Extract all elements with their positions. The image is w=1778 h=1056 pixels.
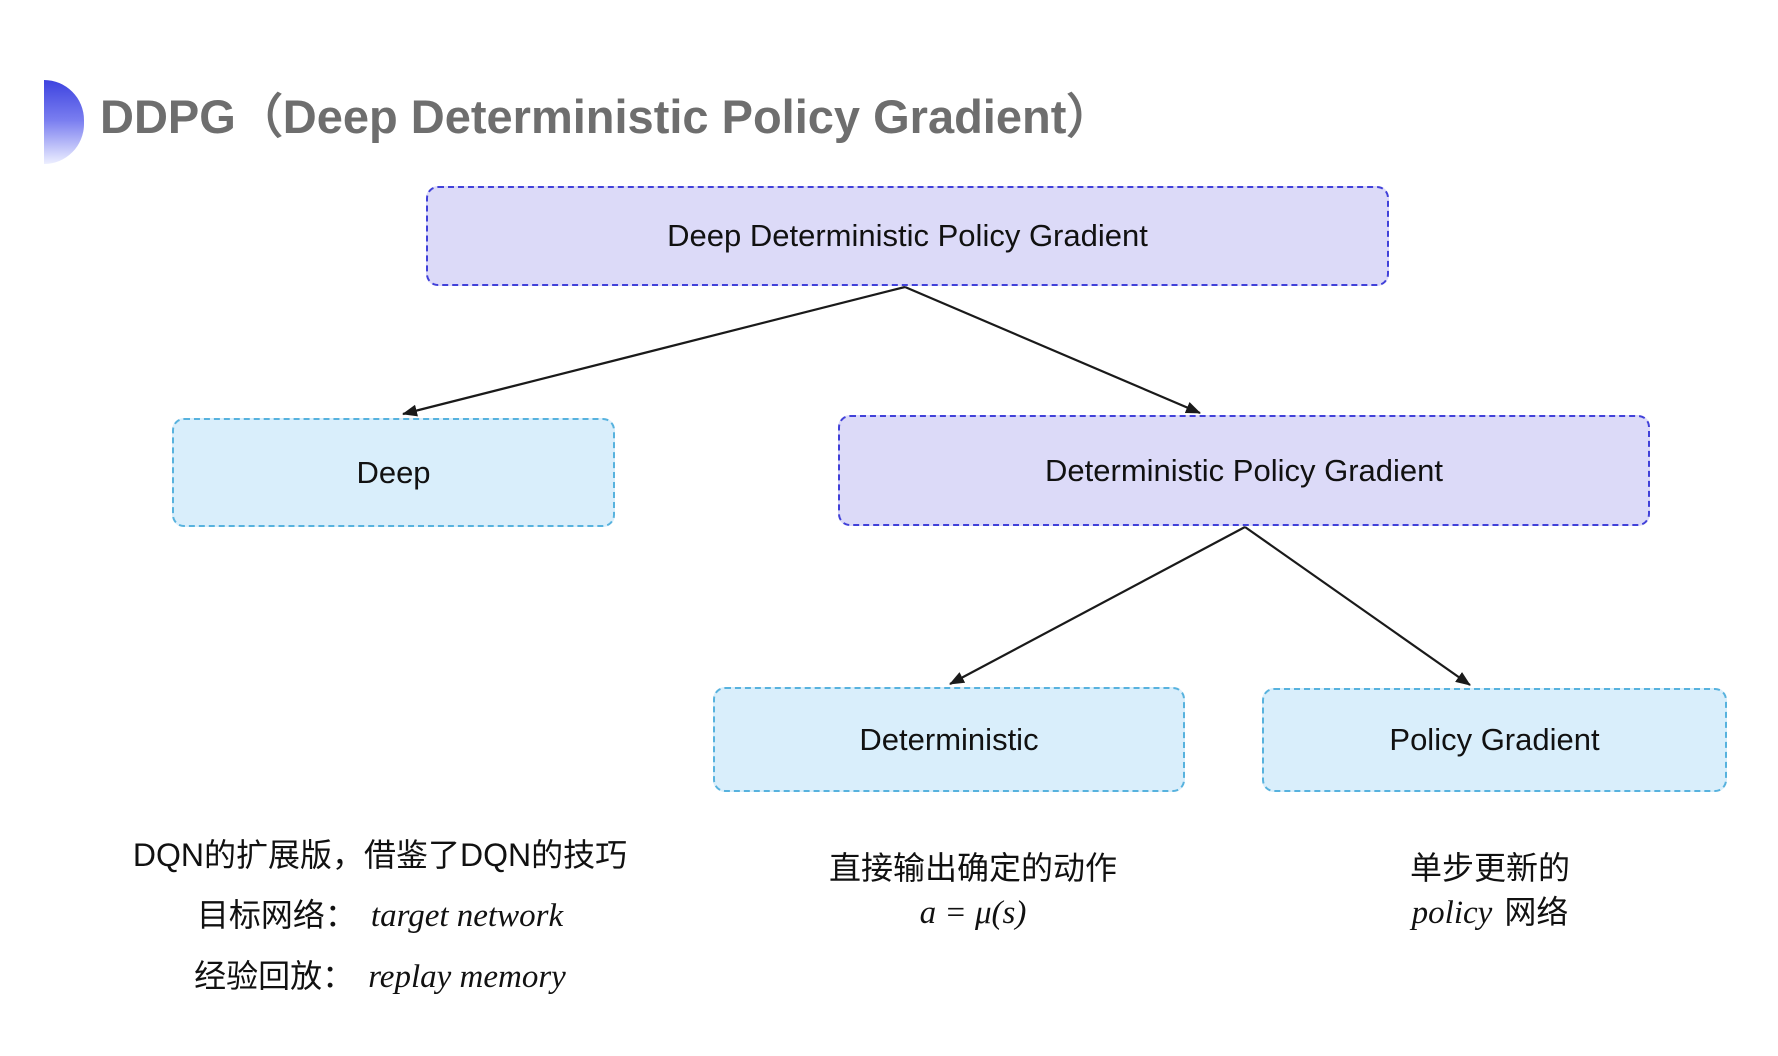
policy-term: policy [1411,895,1493,931]
note-deterministic-formula: a = μ(s) [919,895,1027,931]
note-deep-target-network: 目标网络： target network [110,885,650,946]
node-deterministic-policy-gradient: Deterministic Policy Gradient [838,415,1650,526]
note-policy-gradient-line2: policy 网络 [1260,890,1720,935]
node-label: Deep Deterministic Policy Gradient [667,218,1148,253]
note-policy-gradient: 单步更新的 policy 网络 [1260,846,1720,935]
note-deterministic-line1: 直接输出确定的动作 [828,850,1117,886]
note-deterministic: 直接输出确定的动作 a = μ(s) [743,846,1203,935]
note-policy-gradient-line1: 单步更新的 [1409,850,1570,886]
note-deep: DQN的扩展版，借鉴了DQN的技巧 目标网络： target network 经验… [110,825,650,1007]
node-deep-deterministic-policy-gradient: Deep Deterministic Policy Gradient [426,186,1389,286]
page-title: DDPG（Deep Deterministic Policy Gradient） [100,90,1114,143]
node-label: Deterministic Policy Gradient [1045,452,1443,488]
network-word: 网络 [1504,894,1569,930]
node-deterministic: Deterministic [713,687,1185,792]
target-network-label: 目标网络： [196,897,357,933]
replay-memory-label: 经验回放： [194,958,355,994]
node-label: Deterministic [859,721,1039,757]
title-bullet-icon [44,80,84,164]
target-network-term: target network [370,898,564,934]
note-deep-replay-memory: 经验回放： replay memory [110,946,650,1007]
replay-memory-term: replay memory [368,959,566,995]
note-deep-line1: DQN的扩展版，借鉴了DQN的技巧 [132,837,628,873]
node-policy-gradient: Policy Gradient [1262,688,1727,792]
node-label: Deep [356,454,431,490]
node-label: Policy Gradient [1389,722,1600,757]
node-deep: Deep [172,418,615,527]
